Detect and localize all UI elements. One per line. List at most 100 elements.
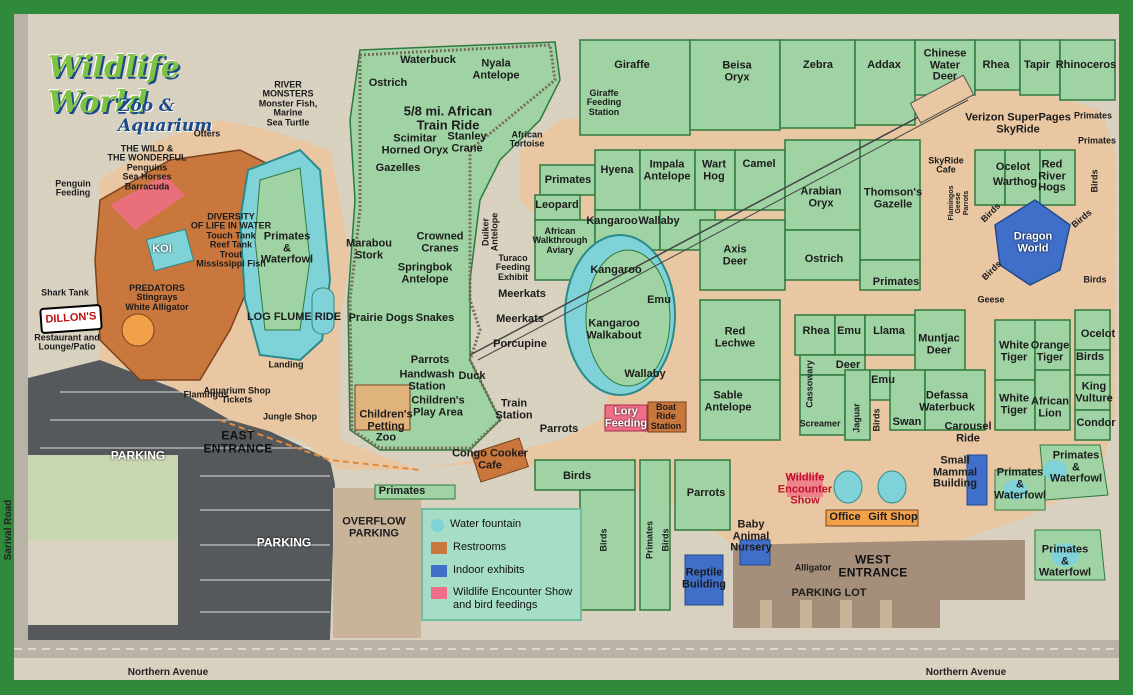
swan-label: Swan [892, 416, 922, 429]
defassa-waterbuck-label: Defassa Waterbuck [919, 389, 975, 413]
ocelot-north-label: Ocelot [995, 161, 1031, 174]
emu-central-label: Emu [647, 294, 671, 307]
gazelles-label: Gazelles [375, 162, 421, 175]
emu-east-label: Emu [871, 374, 895, 387]
porcupine-label: Porcupine [493, 338, 547, 351]
office-giftshop [825, 509, 919, 527]
northern-ave-left-label: Northern Avenue [127, 666, 209, 678]
orange-tiger-label: Orange Tiger [1030, 339, 1070, 363]
birds-e2-label: Birds [1083, 274, 1107, 285]
overflow-parking [333, 488, 421, 638]
primates-ne1-label: Primates [1073, 110, 1113, 121]
map-legend: Water fountain Restrooms Indoor exhibits… [421, 508, 582, 621]
lory-feeding-label: Lory Feeding [604, 405, 648, 429]
hyena-label: Hyena [600, 164, 634, 177]
primates-central-label: Primates [544, 174, 592, 187]
wallaby-south-label: Wallaby [624, 368, 666, 381]
stanley-crane-label: Stanley Crane [447, 130, 487, 154]
train-track [348, 43, 557, 450]
train-ride-area [347, 41, 561, 451]
dragon-world-label: Dragon World [1013, 230, 1053, 254]
alligator-label: Alligator [794, 562, 832, 573]
legend-indoor: Indoor exhibits [431, 564, 525, 577]
wallaby-north-label: Wallaby [638, 215, 680, 228]
white-tiger-2-label: White Tiger [999, 392, 1029, 416]
logo-title: Wildlife World [48, 50, 180, 120]
congo-cooker-label: Congo Cooker Cafe [452, 447, 528, 471]
reptile-building [684, 554, 724, 606]
african-aviary-label: African Walkthrough Aviary [532, 225, 588, 255]
small-mammal-label: Small Mammal Building [932, 454, 978, 490]
wild-wonderful-label: THE WILD & THE WONDERFUL Penguins Sea Ho… [107, 143, 187, 192]
deer-label: Deer [835, 359, 861, 372]
cassowary-label: Cassowary [804, 360, 815, 408]
camel-label: Camel [742, 158, 776, 171]
south-exhibits [534, 459, 731, 611]
carousel-ride-label: Carousel Ride [944, 420, 992, 444]
geese-label: Geese [977, 294, 1005, 305]
snakes-label: Snakes [415, 312, 455, 325]
marabou-stork-label: Marabou Stork [346, 237, 392, 261]
screamer-label: Screamer [799, 418, 841, 429]
jungle-shop-label: Jungle Shop [263, 411, 317, 422]
primates-waterfowl-se-label: Primates & Waterfowl [1038, 543, 1092, 579]
jaguar-label: Jaguar [851, 403, 862, 433]
chinese-water-deer-label: Chinese Water Deer [923, 47, 967, 83]
restroom-icon [431, 542, 447, 554]
predators-label: PREDATORS Stingrays White Alligator [125, 282, 189, 312]
meerkats-2-label: Meerkats [496, 313, 544, 326]
giraffe-feeding-label: Giraffe Feeding Station [586, 87, 622, 117]
skyride-label: Verizon SuperPages SkyRide [965, 111, 1071, 135]
primates-waterfowl-west-label: Primates & Waterfowl [260, 230, 314, 266]
thomsons-gazelle-label: Thomson's Gazelle [863, 186, 923, 210]
kangaroo-walkabout-label: Kangaroo Walkabout [586, 317, 642, 341]
logo-subtitle: Zoo & Aquarium [118, 96, 213, 136]
water-fountain-icon [431, 519, 444, 532]
aquarium-shop-label: Aquarium Shop Tickets [203, 385, 271, 405]
wart-hog-label: Wart Hog [701, 158, 727, 182]
primates-ne2-label: Primates [1077, 135, 1117, 146]
kangaroo-south-label: Kangaroo [590, 264, 642, 277]
wildlife-swatch [431, 587, 447, 599]
koi-label: KOI [152, 243, 172, 256]
boat-ride-label: Boat Ride Station [650, 401, 682, 431]
legend-wildlife: Wildlife Encounter Show and bird feeding… [431, 586, 572, 612]
birds-ne1-label: Birds [1089, 169, 1100, 193]
legend-restrooms: Restrooms [431, 541, 506, 554]
impala-label: Impala Antelope [643, 158, 691, 182]
addax-label: Addax [867, 59, 901, 72]
arabian-oryx-label: Arabian Oryx [800, 185, 842, 209]
sarival-road [14, 14, 28, 649]
skyride-cable [469, 94, 961, 356]
gift-shop-label: Gift Shop [868, 511, 918, 524]
african-train-ride-label: 5/8 mi. African Train Ride [403, 103, 493, 132]
rhinoceros-label: Rhinoceros [1055, 59, 1117, 72]
prairie-dogs-label: Prairie Dogs [348, 312, 414, 325]
rhea-north-label: Rhea [982, 59, 1010, 72]
train-station-label: Train Station [495, 397, 533, 421]
turaco-feeding-label: Turaco Feeding Exhibit [495, 252, 531, 282]
wildlife-show-label: Wildlife Encounter Show [777, 471, 833, 507]
condor-label: Condor [1076, 417, 1116, 430]
african-tortoise-label: African Tortoise [509, 129, 545, 149]
sarival-road-label: Sarival Road [2, 499, 14, 561]
north-exhibits [579, 39, 1116, 136]
indoor-swatch [431, 565, 447, 577]
penguin-feeding-label: Penguin Feeding [55, 178, 91, 198]
muntjac-deer-label: Muntjac Deer [918, 332, 960, 356]
primates-s2-label: Primates [644, 520, 655, 560]
meerkats-1-label: Meerkats [498, 288, 546, 301]
primates-waterfowl-ne-label: Primates & Waterfowl [1049, 449, 1103, 485]
west-entrance-label: WEST ENTRANCE [838, 552, 908, 579]
skyride-cafe-label: SkyRide Cafe [928, 155, 964, 175]
giraffe-label: Giraffe [614, 59, 650, 72]
kangaroo-north-label: Kangaroo [586, 215, 638, 228]
waterbuck-label: Waterbuck [400, 54, 456, 67]
parrots-south-label: Parrots [686, 487, 726, 500]
birds-s2-label: Birds [598, 528, 609, 552]
reptile-building-label: Reptile Building [682, 566, 726, 590]
ostrich-central-label: Ostrich [804, 253, 844, 266]
dragon-world-building [994, 199, 1071, 286]
northern-ave-right-label: Northern Avenue [925, 666, 1007, 678]
